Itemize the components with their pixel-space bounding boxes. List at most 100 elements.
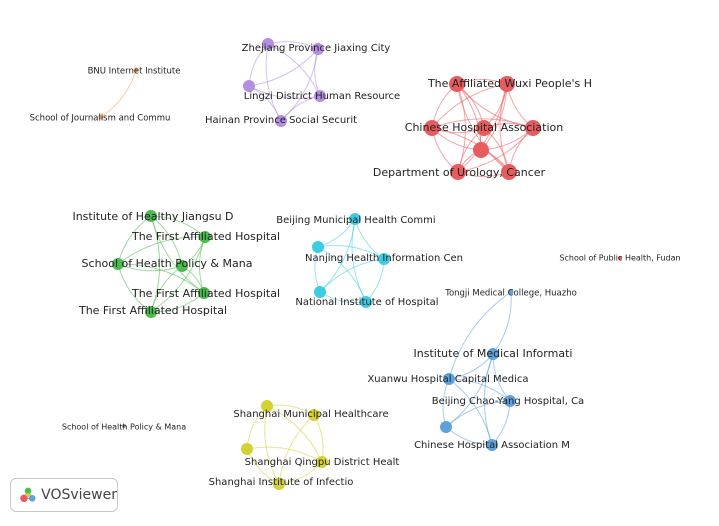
node-healthy[interactable] — [145, 210, 157, 222]
link-first1-shpm — [117, 236, 206, 265]
node-label-bjmh[interactable]: Beijing Municipal Health Commi — [276, 215, 435, 226]
node-label-hainan[interactable]: Hainan Province Social Securit — [205, 115, 357, 126]
link-nanjing-c4 — [319, 258, 385, 293]
link-wuxi-r7 — [456, 83, 510, 173]
node-shpm2[interactable] — [122, 424, 126, 428]
node-r7[interactable] — [501, 164, 517, 180]
vosviewer-brand-name: VOSviewer — [41, 487, 117, 503]
node-label-chaoyang[interactable]: Beijing Chao-Yang Hospital, Ca — [432, 396, 584, 407]
link-chaoyang-b5 — [445, 400, 511, 428]
node-c2[interactable] — [312, 241, 324, 253]
node-first1[interactable] — [199, 231, 211, 243]
link-y3-qingpu — [246, 446, 323, 463]
node-nanjing[interactable] — [378, 253, 390, 265]
node-hainan[interactable] — [275, 115, 287, 127]
node-p3[interactable] — [243, 80, 255, 92]
link-tongji-imi — [492, 291, 512, 355]
node-wuxi[interactable] — [449, 76, 465, 92]
node-first2[interactable] — [198, 287, 210, 299]
node-label-xuanwu[interactable]: Xuanwu Hospital Capital Medica — [367, 374, 528, 385]
node-label-shmh[interactable]: Shanghai Municipal Healthcare — [233, 409, 388, 420]
link-p2-hainan — [280, 48, 319, 122]
node-label-cham[interactable]: Chinese Hospital Association M — [414, 440, 570, 451]
link-xuanwu-cham — [448, 378, 493, 446]
node-c4[interactable] — [314, 286, 326, 298]
node-bnu[interactable] — [133, 67, 139, 73]
node-label-nanjing[interactable]: Nanjing Health Information Cen — [305, 253, 463, 264]
node-shpm[interactable] — [112, 258, 124, 270]
node-label-shpm2[interactable]: School of Health Policy & Mana — [62, 423, 186, 432]
node-label-imi[interactable]: Institute of Medical Informati — [414, 347, 573, 360]
node-label-shpm[interactable]: School of Health Policy & Mana — [82, 257, 253, 270]
node-label-jiaxing[interactable]: Zhejiang Province Jiaxing City — [242, 43, 391, 54]
node-label-first2[interactable]: The First Affiliated Hospital — [131, 287, 280, 300]
node-b5[interactable] — [440, 421, 452, 433]
link-nanjing-nih — [365, 258, 385, 303]
node-label-urology[interactable]: Department of Urology, Cancer — [373, 166, 546, 179]
link-xuanwu-chaoyang — [448, 378, 511, 402]
node-urology[interactable] — [450, 164, 466, 180]
node-r4[interactable] — [476, 120, 492, 136]
node-label-fudan[interactable]: School of Public Health, Fudan — [559, 254, 680, 263]
link-p3-lingzhi — [248, 85, 321, 99]
link-r5-urology — [457, 127, 534, 173]
node-lingzhi[interactable] — [314, 90, 326, 102]
node-tongji[interactable] — [508, 289, 514, 295]
node-label-bnu[interactable]: BNU Internet Institute — [88, 67, 181, 77]
node-label-healthy[interactable]: Institute of Healthy Jiangsu D — [72, 210, 233, 223]
node-cham[interactable] — [486, 439, 498, 451]
node-y3[interactable] — [241, 443, 253, 455]
node-g4[interactable] — [176, 260, 188, 272]
node-y2[interactable] — [308, 409, 320, 421]
link-bnu-journalism — [100, 69, 137, 118]
link-r2-cha — [431, 83, 508, 129]
link-tongji-xuanwu — [448, 291, 512, 380]
node-imi[interactable] — [487, 348, 499, 360]
link-imi-b5 — [445, 353, 494, 428]
node-label-lingzhi[interactable]: Lingzi District Human Resource — [244, 91, 400, 102]
node-infect[interactable] — [273, 478, 285, 490]
node-jiaxing[interactable] — [262, 38, 274, 50]
node-r8[interactable] — [473, 142, 489, 158]
node-chaoyang[interactable] — [504, 395, 516, 407]
node-p2[interactable] — [312, 43, 324, 55]
node-label-journalism[interactable]: School of Journalism and Commu — [30, 114, 171, 124]
node-label-qingpu[interactable]: Shanghai Qingpu District Healt — [245, 457, 400, 468]
node-r2[interactable] — [499, 76, 515, 92]
link-y2-infect — [278, 414, 315, 485]
node-cha[interactable] — [424, 120, 440, 136]
network-nodes — [98, 38, 622, 490]
link-wuxi-urology — [456, 83, 466, 173]
node-label-first3[interactable]: The First Affiliated Hospital — [78, 304, 227, 317]
node-first3[interactable] — [145, 306, 157, 318]
link-shpm-first2 — [117, 263, 205, 294]
node-r5[interactable] — [525, 120, 541, 136]
vosviewer-logo-icon — [20, 487, 36, 503]
node-journalism[interactable] — [98, 114, 104, 120]
link-wuxi-r5 — [456, 83, 534, 129]
link-shmh-infect — [264, 405, 280, 485]
node-label-tongji[interactable]: Tongji Medical College, Huazho — [444, 289, 577, 299]
node-label-wuxi[interactable]: The Affiliated Wuxi People's H — [427, 77, 592, 90]
node-nih[interactable] — [360, 296, 372, 308]
link-jiaxing-hainan — [265, 43, 282, 122]
link-shpm-g4 — [117, 263, 183, 272]
link-chaoyang-cham — [491, 400, 511, 446]
node-label-nih[interactable]: National Institute of Hospital — [295, 297, 438, 308]
node-label-cha[interactable]: Chinese Hospital Association — [405, 121, 563, 134]
node-shmh[interactable] — [261, 400, 273, 412]
node-qingpu[interactable] — [316, 456, 328, 468]
link-shmh-qingpu — [266, 405, 323, 463]
link-c2-nih — [317, 246, 367, 303]
node-label-infect[interactable]: Shanghai Institute of Infectio — [209, 477, 354, 488]
node-xuanwu[interactable] — [443, 373, 455, 385]
link-c2-nanjing — [317, 245, 385, 260]
node-bjmh[interactable] — [349, 213, 361, 225]
link-r2-r7 — [499, 83, 510, 173]
node-fudan[interactable] — [618, 256, 622, 260]
link-first1-first3 — [150, 236, 206, 313]
link-cha-r7 — [431, 127, 510, 173]
node-label-first1[interactable]: The First Affiliated Hospital — [131, 230, 280, 243]
